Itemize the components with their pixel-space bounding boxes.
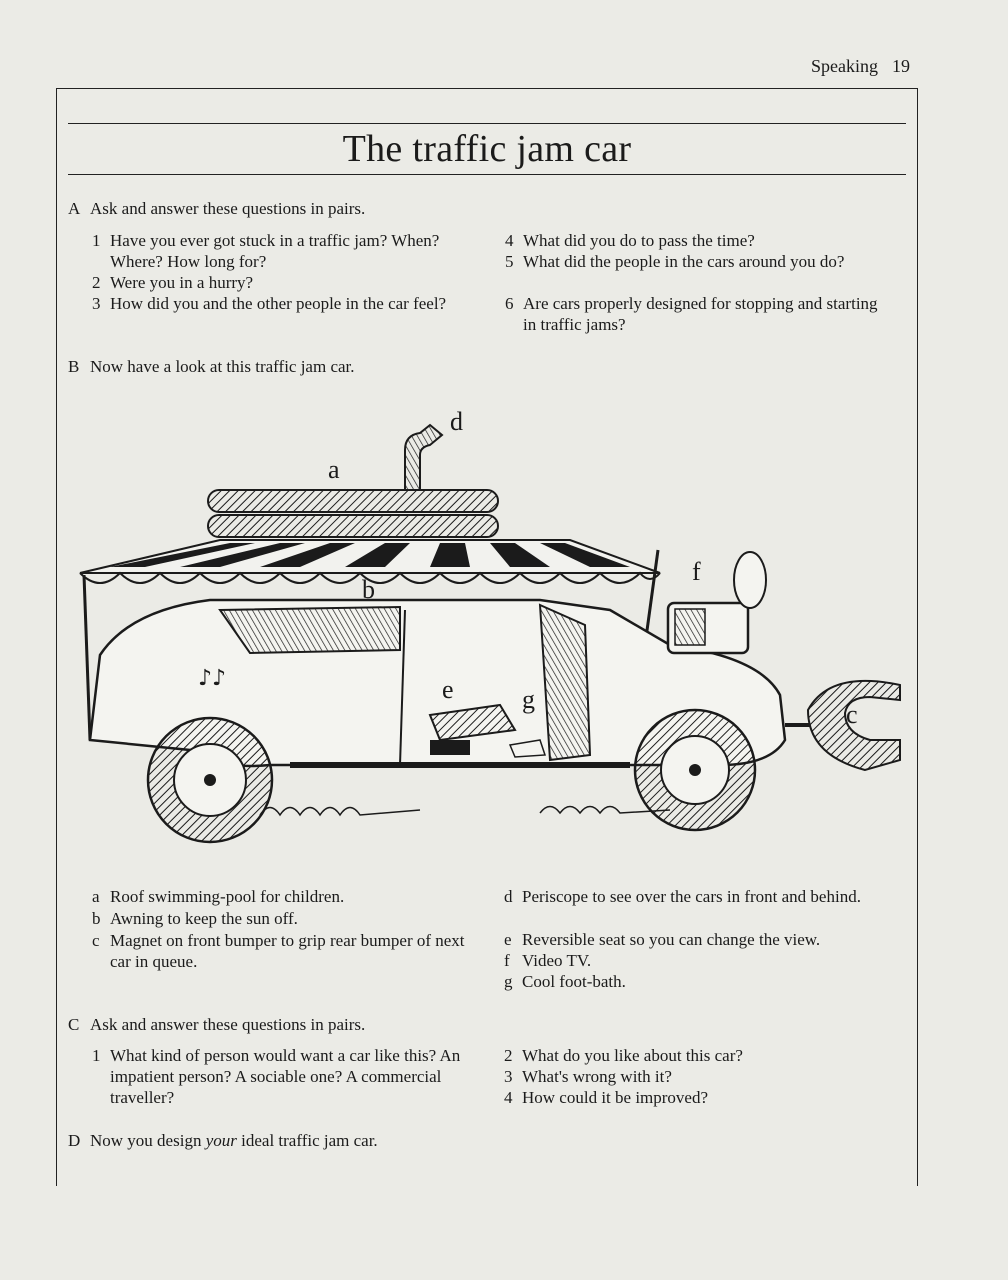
video-tv <box>666 551 767 655</box>
question-c1: 1 What kind of person would want a car l… <box>92 1046 461 1107</box>
title-band: The traffic jam car <box>68 123 906 175</box>
section-b-heading: B Now have a look at this traffic jam car… <box>68 356 355 378</box>
label-a: a <box>328 455 340 484</box>
section-a-heading: A Ask and answer these questions in pairs… <box>68 198 365 220</box>
question-a5: 5 What did the people in the cars around… <box>505 252 845 271</box>
legend-c: c Magnet on front bumper to grip rear bu… <box>92 931 465 971</box>
label-c: c <box>846 700 858 729</box>
section-c-letter: C <box>68 1015 80 1034</box>
legend-a: a Roof swimming-pool for children. <box>92 887 345 906</box>
traffic-jam-car-illustration: ♪♪ a b c d e f g <box>70 395 910 865</box>
music-note-icon: ♪♪ <box>198 666 226 691</box>
question-a4: 4 What did you do to pass the time? <box>505 231 755 250</box>
front-magnet <box>785 679 901 772</box>
car-drawing-svg: ♪♪ <box>79 423 901 844</box>
section-name: Speaking <box>811 56 878 76</box>
section-b-instruction: Now have a look at this traffic jam car. <box>90 357 355 376</box>
section-c-instruction: Ask and answer these questions in pairs. <box>90 1015 366 1034</box>
legend-f: f Video TV. <box>504 951 592 970</box>
page-number: 19 <box>892 56 910 76</box>
awning <box>79 539 661 756</box>
section-a-instruction: Ask and answer these questions in pairs. <box>90 199 366 218</box>
front-wheel <box>633 708 757 832</box>
question-a6: 6 Are cars properly designed for stoppin… <box>505 294 878 334</box>
content-frame <box>56 88 918 1186</box>
legend-b: b Awning to keep the sun off. <box>92 909 298 928</box>
label-f: f <box>692 557 701 586</box>
question-a1: 1 Have you ever got stuck in a traffic j… <box>92 231 440 271</box>
legend-e: e Reversible seat so you can change the … <box>504 930 821 949</box>
question-a3: 3 How did you and the other people in th… <box>92 294 447 313</box>
car-body <box>88 598 787 768</box>
question-c3: 3 What's wrong with it? <box>504 1067 672 1086</box>
section-a-letter: A <box>68 199 81 218</box>
label-e: e <box>442 675 454 704</box>
section-c-heading: C Ask and answer these questions in pairs… <box>68 1014 365 1036</box>
question-c4: 4 How could it be improved? <box>504 1088 709 1107</box>
question-c2: 2 What do you like about this car? <box>504 1046 743 1065</box>
legend-d: d Periscope to see over the cars in fron… <box>504 887 861 906</box>
section-d-letter: D <box>68 1131 81 1150</box>
foot-bath <box>508 739 547 758</box>
roof-pool <box>207 489 499 538</box>
label-g: g <box>522 685 535 714</box>
label-b: b <box>362 575 375 604</box>
rear-wheel <box>146 716 274 844</box>
emphasis-your: your <box>205 1131 237 1150</box>
periscope <box>404 423 444 491</box>
label-d: d <box>450 407 463 436</box>
page-header: Speaking 19 <box>811 56 910 77</box>
reversible-seat <box>428 703 517 755</box>
question-a2: 2 Were you in a hurry? <box>92 273 254 292</box>
section-b-letter: B <box>68 357 80 376</box>
legend-g: g Cool foot-bath. <box>504 972 626 991</box>
page-title: The traffic jam car <box>342 128 632 170</box>
